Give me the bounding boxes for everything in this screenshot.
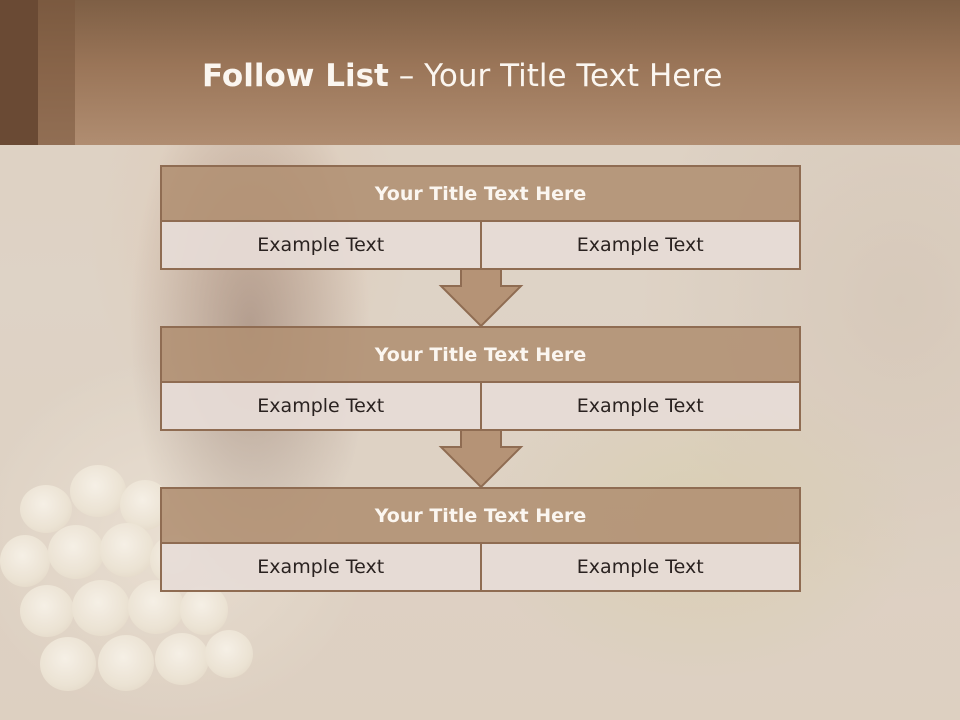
- header-accent-dark: [0, 0, 38, 145]
- block-title: Your Title Text Here: [160, 326, 801, 383]
- list-block: Your Title Text Here Example Text Exampl…: [160, 487, 801, 592]
- list-block: Your Title Text Here Example Text Exampl…: [160, 326, 801, 431]
- block-cell-right: Example Text: [479, 381, 801, 431]
- block-title: Your Title Text Here: [160, 487, 801, 544]
- block-title: Your Title Text Here: [160, 165, 801, 222]
- down-arrow-icon: [438, 268, 524, 328]
- block-row: Example Text Example Text: [160, 381, 801, 431]
- list-block: Your Title Text Here Example Text Exampl…: [160, 165, 801, 270]
- down-arrow-icon: [438, 429, 524, 489]
- block-cell-left: Example Text: [160, 542, 482, 592]
- slide-title-rest: – Your Title Text Here: [388, 58, 723, 94]
- block-cell-right: Example Text: [479, 220, 801, 270]
- slide-title: Follow List – Your Title Text Here: [202, 54, 722, 98]
- block-cell-left: Example Text: [160, 381, 482, 431]
- block-row: Example Text Example Text: [160, 542, 801, 592]
- block-row: Example Text Example Text: [160, 220, 801, 270]
- slide-title-bold: Follow List: [202, 58, 389, 94]
- block-cell-left: Example Text: [160, 220, 482, 270]
- block-cell-right: Example Text: [479, 542, 801, 592]
- header-accent-mid: [38, 0, 75, 145]
- header-band: Follow List – Your Title Text Here: [0, 0, 960, 145]
